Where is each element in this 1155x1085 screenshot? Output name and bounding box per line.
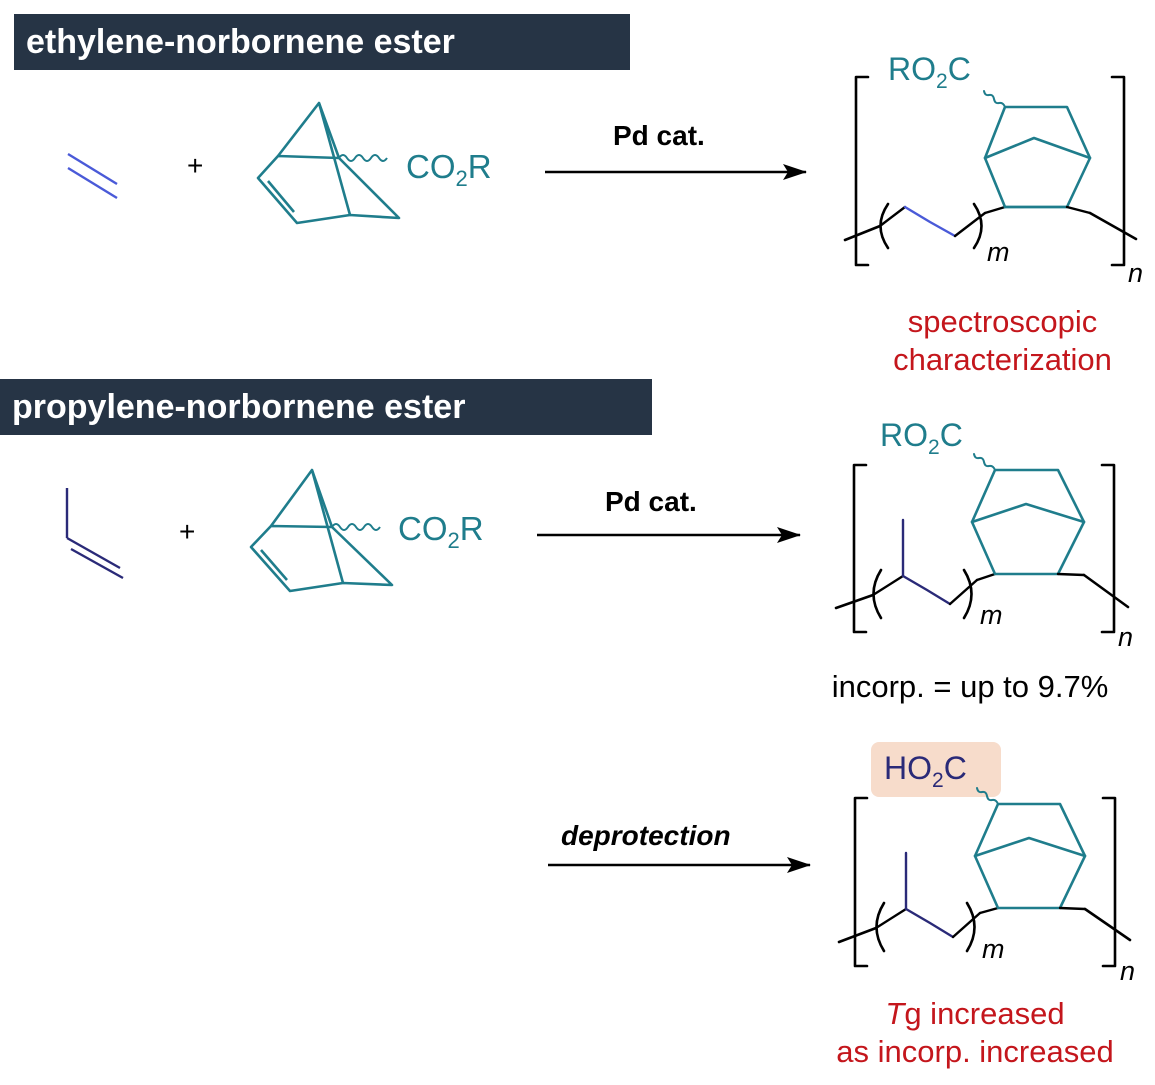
acid-highlight-box: [871, 742, 1001, 797]
spectroscopic-note: spectroscopic characterization: [850, 303, 1155, 379]
repeat-m-2: m: [980, 600, 1003, 630]
copolymer-product-3: [837, 787, 1132, 968]
repeat-m-3: m: [982, 934, 1005, 964]
tg-note: Tg increased as incorp. increased: [795, 995, 1155, 1071]
catalyst-label-1: Pd cat.: [613, 120, 705, 151]
tg-note-line2: as incorp. increased: [836, 1034, 1114, 1069]
substituent-label-2: CO2R: [398, 510, 484, 553]
incorporation-note-text: incorp. = up to 9.7%: [831, 669, 1109, 704]
acid-group-label: HO2C: [884, 750, 967, 792]
spectroscopic-note-line1: spectroscopic: [907, 304, 1098, 339]
repeat-n-1: n: [1128, 258, 1143, 288]
ethylene-banner-title: ethylene-norbornene ester: [26, 23, 455, 61]
repeat-n-3: n: [1120, 956, 1135, 986]
ethylene-banner: ethylene-norbornene ester: [14, 14, 630, 70]
product-ester-label-2: RO2C: [880, 417, 963, 459]
incorporation-note: incorp. = up to 9.7%: [785, 668, 1155, 706]
copolymer-product-2: [834, 453, 1130, 634]
spectroscopic-note-line2: characterization: [893, 342, 1112, 377]
repeat-n-2: n: [1118, 622, 1133, 652]
norbornene-ester-2: [249, 468, 394, 593]
plus-sign-2: +: [179, 516, 195, 547]
propylene-banner: propylene-norbornene ester: [0, 379, 652, 435]
substituent-label-1: CO2R: [406, 148, 492, 191]
repeat-m-1: m: [987, 237, 1010, 267]
catalyst-label-2: Pd cat.: [605, 486, 697, 517]
deprotection-label: deprotection: [561, 820, 731, 851]
propylene-banner-title: propylene-norbornene ester: [12, 388, 466, 426]
ethylene-molecule: [67, 152, 118, 200]
norbornene-ester-1: [256, 101, 401, 225]
plus-sign-1: +: [187, 150, 203, 181]
propylene-molecule: [65, 488, 124, 580]
tg-note-line1: Tg increased: [795, 995, 1155, 1033]
product-ester-label-1: RO2C: [888, 51, 971, 93]
tg-note-line1-rest: g increased: [904, 996, 1065, 1031]
copolymer-product-1: [843, 75, 1138, 267]
tg-symbol: T: [885, 996, 905, 1031]
